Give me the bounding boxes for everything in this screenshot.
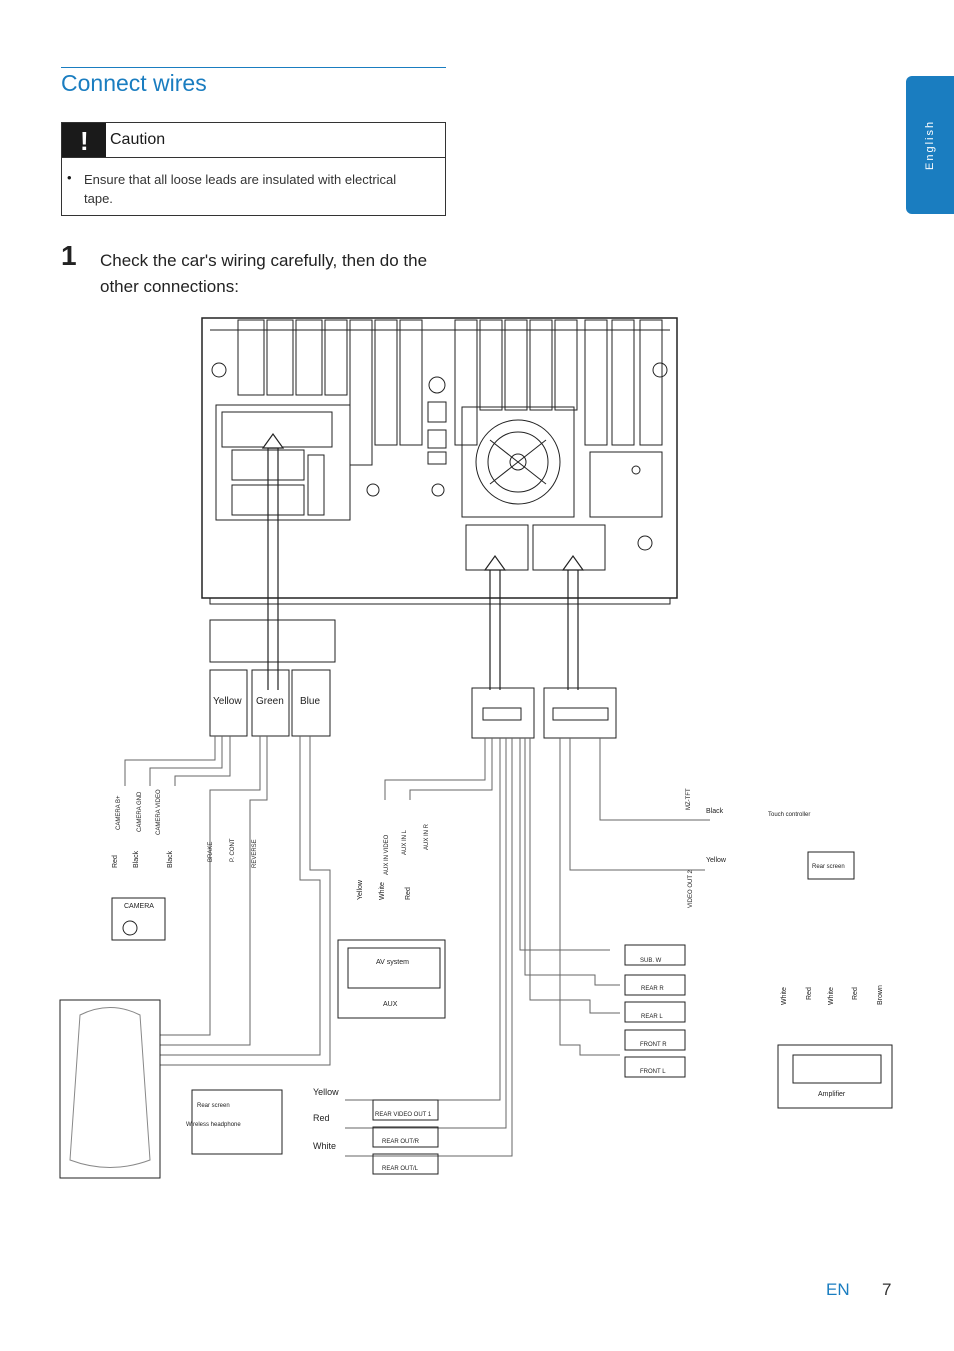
caution-box: ! Caution • Ensure that all loose leads …	[61, 122, 446, 216]
footer-language: EN	[826, 1280, 850, 1299]
camera-gnd: CAMERA GND	[137, 791, 143, 832]
caution-text: Ensure that all loose leads are insulate…	[84, 172, 397, 206]
iso-label-yellow: Yellow	[213, 696, 242, 707]
rear-out-video: REAR VIDEO OUT 1	[375, 1112, 432, 1118]
wire-bundles	[124, 736, 710, 1157]
rear-panel-screen: Rear screen	[197, 1103, 230, 1109]
rear-right-color: Red	[313, 1113, 330, 1123]
amp-wire-brown: Brown	[877, 985, 884, 1005]
rear-screen-label: Rear screen	[812, 864, 845, 870]
aux-in-l: AUX IN L	[402, 829, 408, 855]
connection-arrows	[261, 432, 585, 690]
aux-label: AUX	[383, 1001, 398, 1008]
rear-output-boxes	[372, 1099, 439, 1175]
camera-red-color: Red	[112, 855, 119, 868]
iso-label-blue: Blue	[300, 696, 320, 707]
amp-output-boxes	[624, 944, 686, 1078]
camera-black-color-1: Black	[133, 850, 140, 868]
rear-out-r: REAR OUT/R	[382, 1139, 420, 1145]
page-number: 7	[882, 1280, 892, 1299]
caution-heading: Caution	[110, 131, 166, 148]
amp-wire-white-2: White	[828, 987, 835, 1005]
av-system-label: AV system	[376, 959, 409, 966]
pcont-label: P. CONT	[230, 838, 236, 862]
reverse-label: REVERSE	[252, 839, 258, 868]
amplifier-box	[777, 1044, 893, 1109]
video2-wire-color: Yellow	[706, 857, 727, 864]
aux-l-color: White	[379, 882, 386, 900]
rear-out-l: REAR OUT/L	[382, 1166, 419, 1172]
camera-black-color-2: Black	[167, 850, 174, 868]
mz-tft-label: MZ-TFT	[686, 788, 692, 810]
amp-wire-red-2: Red	[852, 987, 859, 1000]
amp-wire-white-1: White	[781, 987, 788, 1005]
camera-label: CAMERA	[124, 903, 154, 910]
rear-video-color: Yellow	[313, 1087, 339, 1097]
head-unit	[201, 317, 678, 605]
language-tab[interactable]: English	[906, 76, 954, 214]
exclamation-icon: !	[62, 123, 106, 157]
step-text: Check the car's wiring carefully, then d…	[100, 251, 428, 296]
rear-left-color: White	[313, 1141, 336, 1151]
brake-label: BRAKE	[208, 842, 214, 862]
iso-label-green: Green	[256, 696, 284, 707]
rear-screen-box	[807, 851, 855, 880]
amp-out-front-r: FRONT R	[640, 1042, 667, 1048]
harness-plug-left	[471, 687, 535, 739]
amp-out-front-l: FRONT L	[640, 1069, 666, 1075]
amp-wire-red-1: Red	[806, 987, 813, 1000]
touch-controller-label: Touch controller	[768, 812, 810, 818]
caution-divider	[62, 157, 445, 158]
touch-wire-color: Black	[706, 808, 724, 815]
step-number: 1	[61, 240, 77, 271]
bullet-icon: •	[67, 170, 72, 185]
harness-plug-right	[543, 687, 617, 739]
av-system-box	[337, 939, 446, 1019]
title-rule	[61, 67, 446, 68]
aux-r-color: Red	[405, 887, 412, 900]
heatsink-fins	[237, 319, 663, 466]
amp-out-rear-r: REAR R	[641, 986, 664, 992]
car-outline-box	[59, 999, 161, 1179]
rear-panel-wireless: Wireless headphone	[186, 1122, 241, 1128]
aux-in-r: AUX IN R	[424, 823, 430, 850]
amplifier-label: Amplifier	[818, 1091, 846, 1098]
rear-panel-box	[191, 1089, 283, 1155]
page-title: Connect wires	[61, 70, 207, 96]
camera-bplus: CAMERA B+	[116, 795, 122, 830]
amp-out-rear-l: REAR L	[641, 1014, 663, 1020]
camera-box	[111, 897, 166, 941]
video-out2-label: VIDEO OUT 2	[688, 869, 694, 908]
iso-connector	[209, 619, 336, 737]
aux-in-video: AUX IN VIDEO	[384, 834, 390, 875]
amp-out-subw: SUB. W	[640, 958, 662, 964]
camera-video: CAMERA VIDEO	[156, 789, 162, 835]
aux-video-color: Yellow	[357, 879, 364, 900]
